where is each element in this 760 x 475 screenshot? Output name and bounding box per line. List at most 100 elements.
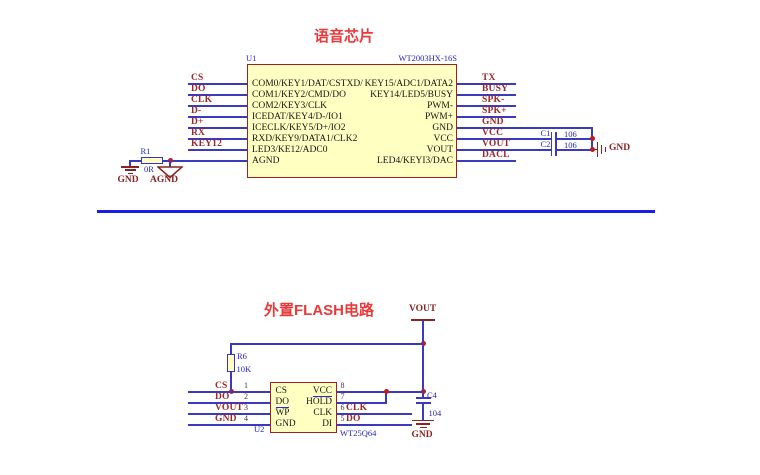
net-label: BUSY — [482, 84, 509, 94]
u1-chip-body — [247, 64, 457, 178]
agnd-power-port: AGND — [150, 175, 178, 185]
u1-pin-row: ICEDAT/KEY4/D-/IO1 PWM+ — [252, 112, 453, 123]
wire — [457, 127, 593, 129]
net-label: KEY12 — [191, 139, 223, 149]
gnd-symbol-bar — [600, 144, 603, 154]
u2-pin-name-left: CS — [275, 386, 287, 396]
wire — [188, 138, 247, 140]
u1-pin-row: ICECLK/KEY5/D+/IO2 GND — [252, 123, 453, 134]
pin-number: 6 — [340, 402, 345, 412]
u1-pin-name-right: LED4/KEYI3/DAC — [377, 156, 453, 166]
vout-power-bar — [411, 319, 435, 322]
gnd-symbol-bar — [419, 426, 427, 429]
r1-value: 0R — [144, 164, 154, 174]
wire — [188, 413, 270, 415]
wire — [337, 391, 424, 393]
u1-pin-name-right: PWM- — [427, 101, 453, 111]
u1-pin-name-right: PWM+ — [424, 112, 453, 122]
c1-designator: C1 — [540, 128, 551, 138]
u1-pin-row: COM0/KEY1/DAT/CSTXD/ KEY15/ADC1/DATA2 — [252, 79, 453, 90]
r6-designator: R6 — [237, 350, 247, 361]
wire — [188, 105, 247, 107]
u1-pin-name-left: COM0/KEY1/DAT/CSTXD/ — [252, 79, 363, 89]
u1-part-number: WT2003HX-16S — [398, 53, 457, 63]
u2-part-number: WT25Q64 — [340, 427, 377, 438]
pin-number: 3 — [244, 402, 248, 412]
u1-pin-name-left: RXD/KEY9/DATA1/CLK2 — [252, 134, 358, 144]
agnd-symbol — [157, 166, 183, 179]
wire — [556, 138, 593, 140]
capacitor-c1-plate — [555, 131, 557, 145]
net-label: DO — [215, 392, 230, 402]
wire — [130, 160, 142, 162]
net-label: GND — [215, 414, 237, 424]
u1-pin-name-left: LED3/KE12/ADC0 — [252, 145, 328, 155]
gnd-symbol-bar — [416, 423, 430, 425]
u2-pin-name-right: HOLD — [306, 397, 332, 407]
c4-designator: C4 — [427, 389, 437, 400]
u1-pin-name-left: ICEDAT/KEY4/D-/IO1 — [252, 112, 343, 122]
u1-pin-name-right: VOUT — [426, 145, 453, 155]
gnd-symbol-bar — [604, 147, 607, 152]
u1-pin-row: LED3/KE12/ADC0 VOUT — [252, 145, 453, 156]
capacitor-c4-plate — [415, 397, 431, 399]
wire — [169, 160, 171, 167]
c2-value: 106 — [564, 140, 577, 151]
wire — [188, 424, 270, 426]
section-divider-line — [97, 210, 655, 214]
capacitor-c2-plate — [550, 142, 553, 156]
u1-pin-name-left: AGND — [252, 156, 280, 166]
c2-designator: C2 — [540, 139, 551, 150]
capacitor-c1-plate — [550, 131, 553, 145]
net-label: SPK+ — [482, 106, 507, 116]
resistor-r6 — [227, 354, 235, 372]
u1-pin-row: AGND LED4/KEYI3/DAC — [252, 156, 453, 167]
net-label: DACL — [482, 150, 510, 160]
wire — [385, 391, 387, 403]
u1-designator: U1 — [246, 53, 257, 63]
capacitor-c4-plate — [415, 402, 431, 404]
wire — [231, 343, 424, 345]
u2-pin-name-left: WP — [275, 408, 290, 418]
u2-pin-name-right: VCC — [312, 385, 332, 397]
capacitor-c2-plate — [555, 142, 557, 156]
u2-pin-name-left: GND — [275, 419, 296, 429]
u2-pin-row: GND DI — [276, 419, 333, 430]
u2-pin-row: CS VCC — [275, 385, 332, 397]
wire — [337, 402, 387, 404]
section-title-flash: 外置FLASH电路 — [264, 302, 374, 319]
net-label: VOUT — [482, 139, 511, 149]
gnd-symbol-stub — [593, 148, 597, 151]
junction-dot — [383, 389, 389, 395]
net-label: RX — [191, 128, 206, 138]
net-label: CS — [191, 73, 204, 83]
u1-pin-row: COM1/KEY2/CMD/DO KEY14/LED5/BUSY — [252, 90, 453, 101]
net-label: TX — [482, 73, 496, 83]
net-label: CLK — [191, 95, 213, 105]
u1-pin-name-left: ICECLK/KEY5/D+/IO2 — [252, 123, 346, 133]
wire — [129, 160, 131, 167]
junction-dot — [589, 136, 595, 142]
u1-pin-name-right: KEY14/LED5/BUSY — [370, 90, 453, 100]
wire — [457, 83, 516, 85]
u1-pin-row: COM2/KEY3/CLK PWM- — [252, 101, 453, 112]
net-label: GND — [482, 117, 504, 127]
wire — [188, 402, 270, 404]
wire — [457, 138, 551, 140]
net-label: DO — [346, 414, 361, 424]
u1-pin-row: RXD/KEY9/DATA1/CLK2 VCC — [252, 134, 453, 145]
c1-value: 106 — [564, 129, 577, 139]
wire — [188, 94, 247, 96]
u1-pin-name-right: KEY15/ADC1/DATA2 — [364, 79, 453, 89]
wire — [337, 424, 412, 426]
wire — [188, 127, 247, 129]
gnd-symbol-bar — [412, 419, 434, 422]
wire — [188, 391, 270, 393]
wire — [163, 160, 247, 162]
gnd-power-port: GND — [117, 174, 139, 185]
gnd-power-port: GND — [609, 142, 631, 153]
pin-number: 2 — [244, 391, 248, 401]
u1-pin-name-left: COM2/KEY3/CLK — [252, 101, 327, 111]
wire — [457, 94, 516, 96]
u1-pin-name-left: COM1/KEY2/CMD/DO — [252, 90, 346, 100]
